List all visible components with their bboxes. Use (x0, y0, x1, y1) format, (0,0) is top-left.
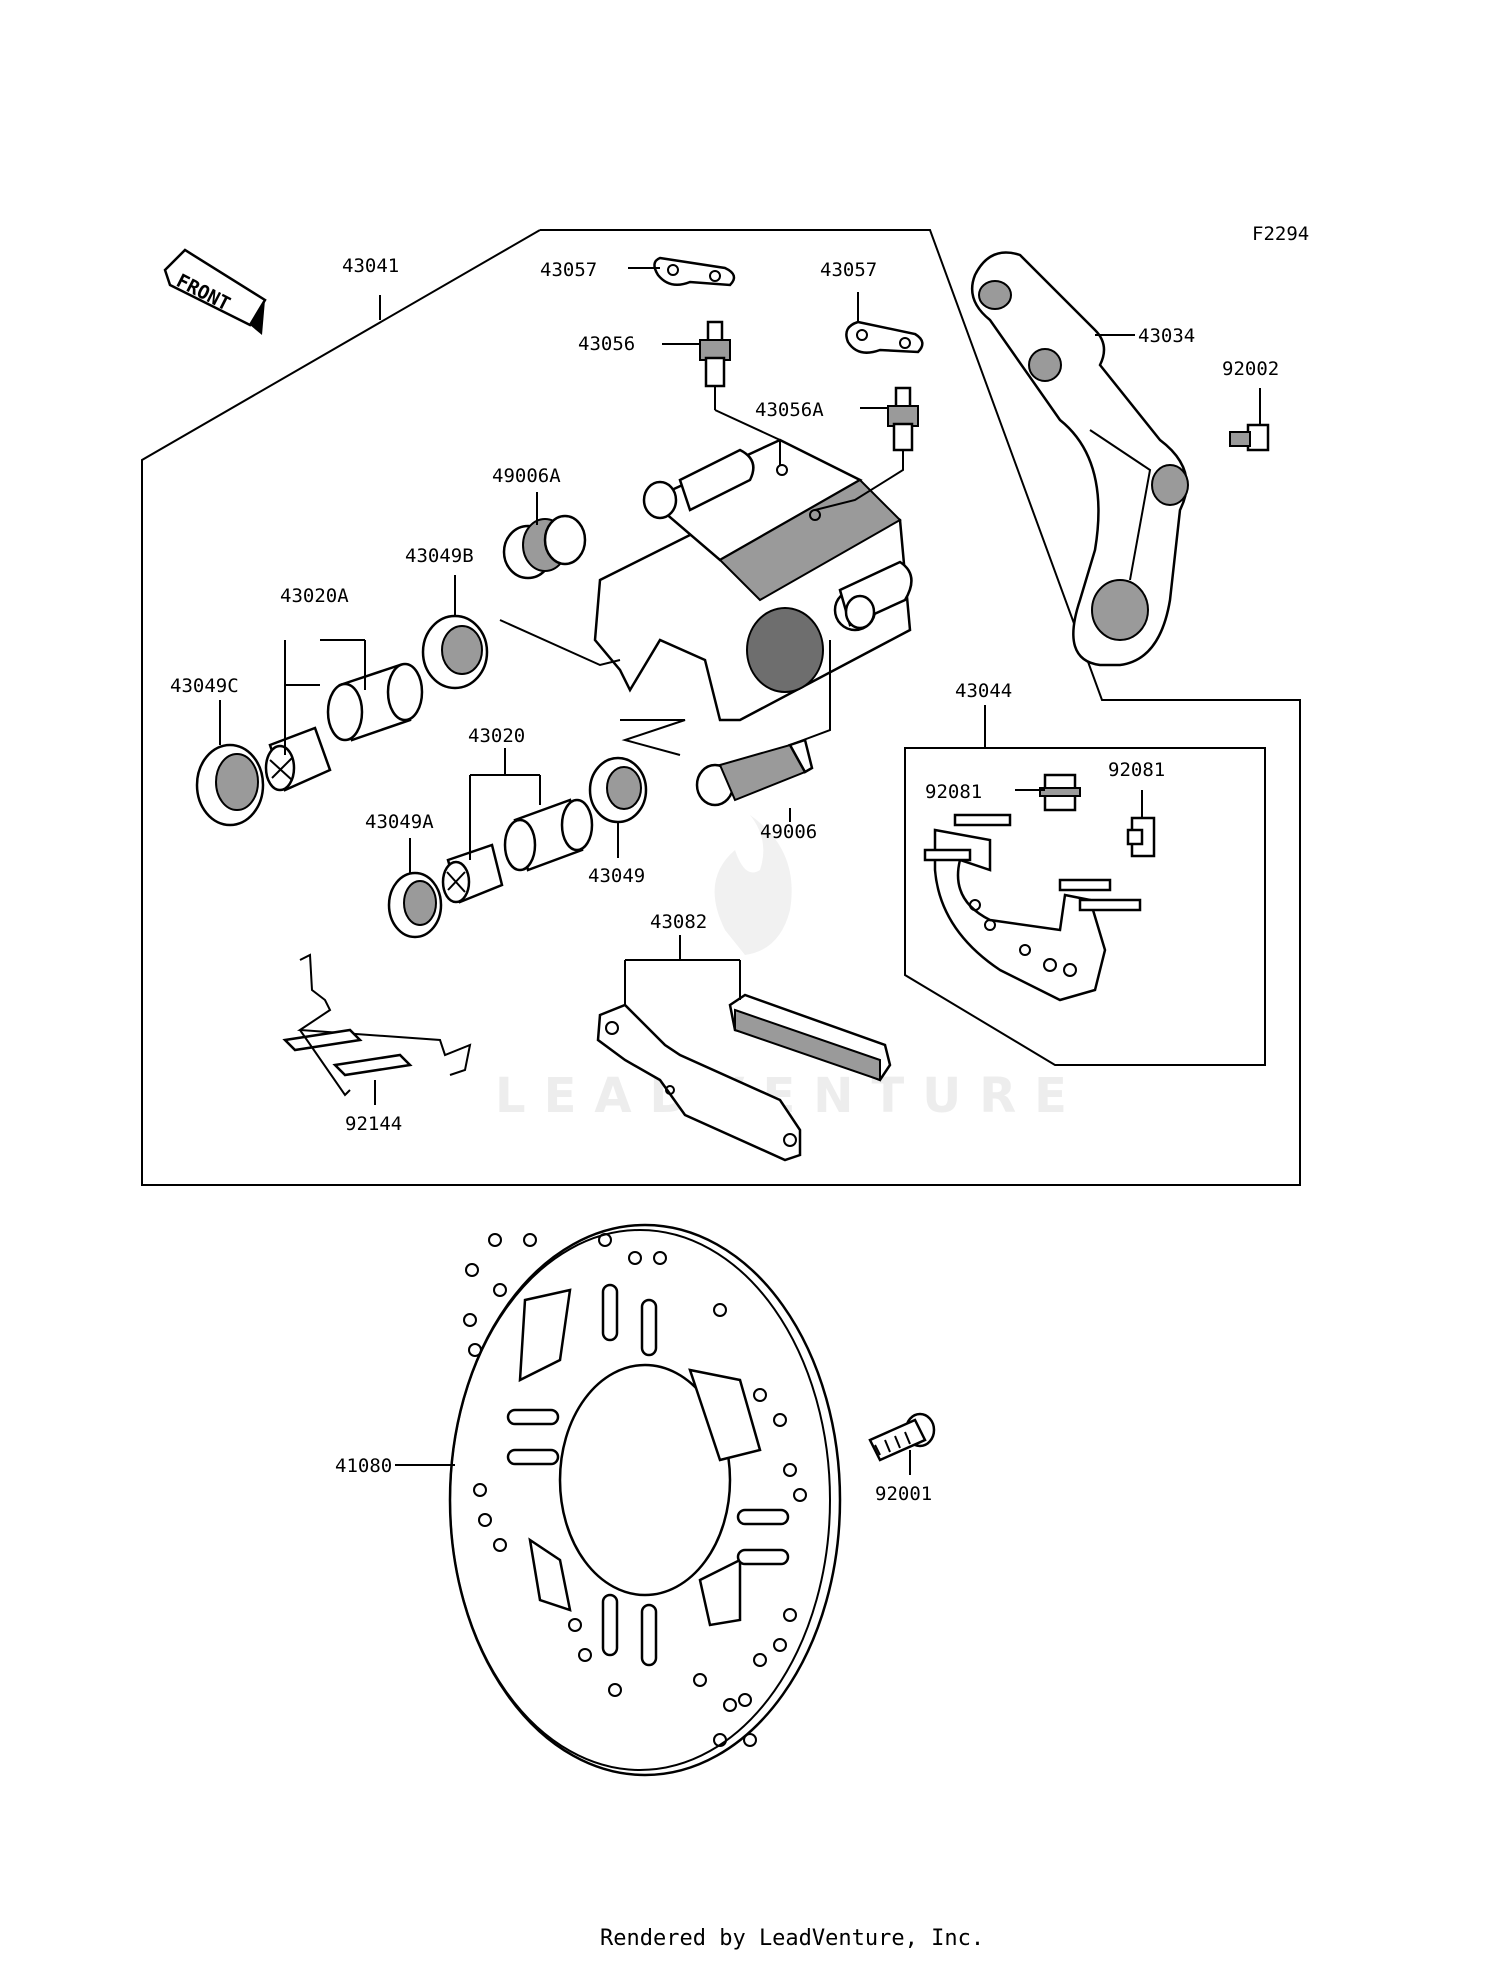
label-43057-left: 43057 (540, 259, 597, 281)
watermark: LEADVENTURE (495, 815, 1067, 1124)
brake-disc-41080 (448, 1223, 842, 1777)
leader-lines (219, 267, 1261, 1475)
label-41080: 41080 (335, 1455, 392, 1477)
label-43020A: 43020A (280, 585, 349, 607)
rubber-boot-49006A (502, 514, 587, 580)
seal-43049 (588, 756, 648, 824)
clip-92081-left (1039, 773, 1081, 812)
diagram-code: F2294 (1252, 223, 1309, 245)
seal-43049B (421, 614, 489, 690)
insulator-43020 (441, 843, 504, 904)
label-43049C: 43049C (170, 675, 239, 697)
seal-43049C (195, 743, 265, 827)
label-43041: 43041 (342, 255, 399, 277)
bolt-92002 (1229, 423, 1270, 452)
brake-pad-set-43082 (596, 993, 892, 1162)
label-92144: 92144 (345, 1113, 402, 1135)
part-labels: 43041 43057 43057 43056 43056A 43034 920… (170, 255, 1279, 1505)
piston-43020A (326, 662, 424, 742)
bolt-92001 (868, 1412, 936, 1462)
pin-bracket-43044 (923, 813, 1142, 1002)
label-43020: 43020 (468, 725, 525, 747)
label-92001: 92001 (875, 1483, 932, 1505)
label-43044: 43044 (955, 680, 1012, 702)
label-49006: 49006 (760, 821, 817, 843)
insulator-43020A (264, 726, 332, 792)
bracket-kit-boundary (904, 747, 1266, 1066)
label-43049B: 43049B (405, 545, 474, 567)
label-43049: 43049 (588, 865, 645, 887)
caliper-body (593, 438, 913, 722)
label-43056A: 43056A (755, 399, 824, 421)
seal-43049A (387, 871, 443, 939)
caliper-bracket-43034 (970, 251, 1189, 667)
label-92081-right: 92081 (1108, 759, 1165, 781)
piston-43020 (503, 798, 594, 872)
caliper-assembly-boundary (141, 229, 1301, 1186)
rubber-boot-49006 (695, 738, 814, 807)
label-43034: 43034 (1138, 325, 1195, 347)
spring-92144 (282, 953, 472, 1097)
label-43057-right: 43057 (820, 259, 877, 281)
bleeder-valve-43056A (887, 386, 919, 452)
label-92002: 92002 (1222, 358, 1279, 380)
front-arrow-icon: FRONT (163, 248, 267, 335)
label-43082: 43082 (650, 911, 707, 933)
label-43056: 43056 (578, 333, 635, 355)
bleeder-cap-43057-left (653, 256, 736, 287)
label-49006A: 49006A (492, 465, 561, 487)
bleeder-cap-43057-right (845, 320, 924, 354)
label-43049A: 43049A (365, 811, 434, 833)
label-92081-left: 92081 (925, 781, 982, 803)
bleeder-valve-43056 (699, 320, 731, 388)
clip-92081-right (1126, 816, 1156, 858)
footer-credit: Rendered by LeadVenture, Inc. (600, 1926, 984, 1951)
